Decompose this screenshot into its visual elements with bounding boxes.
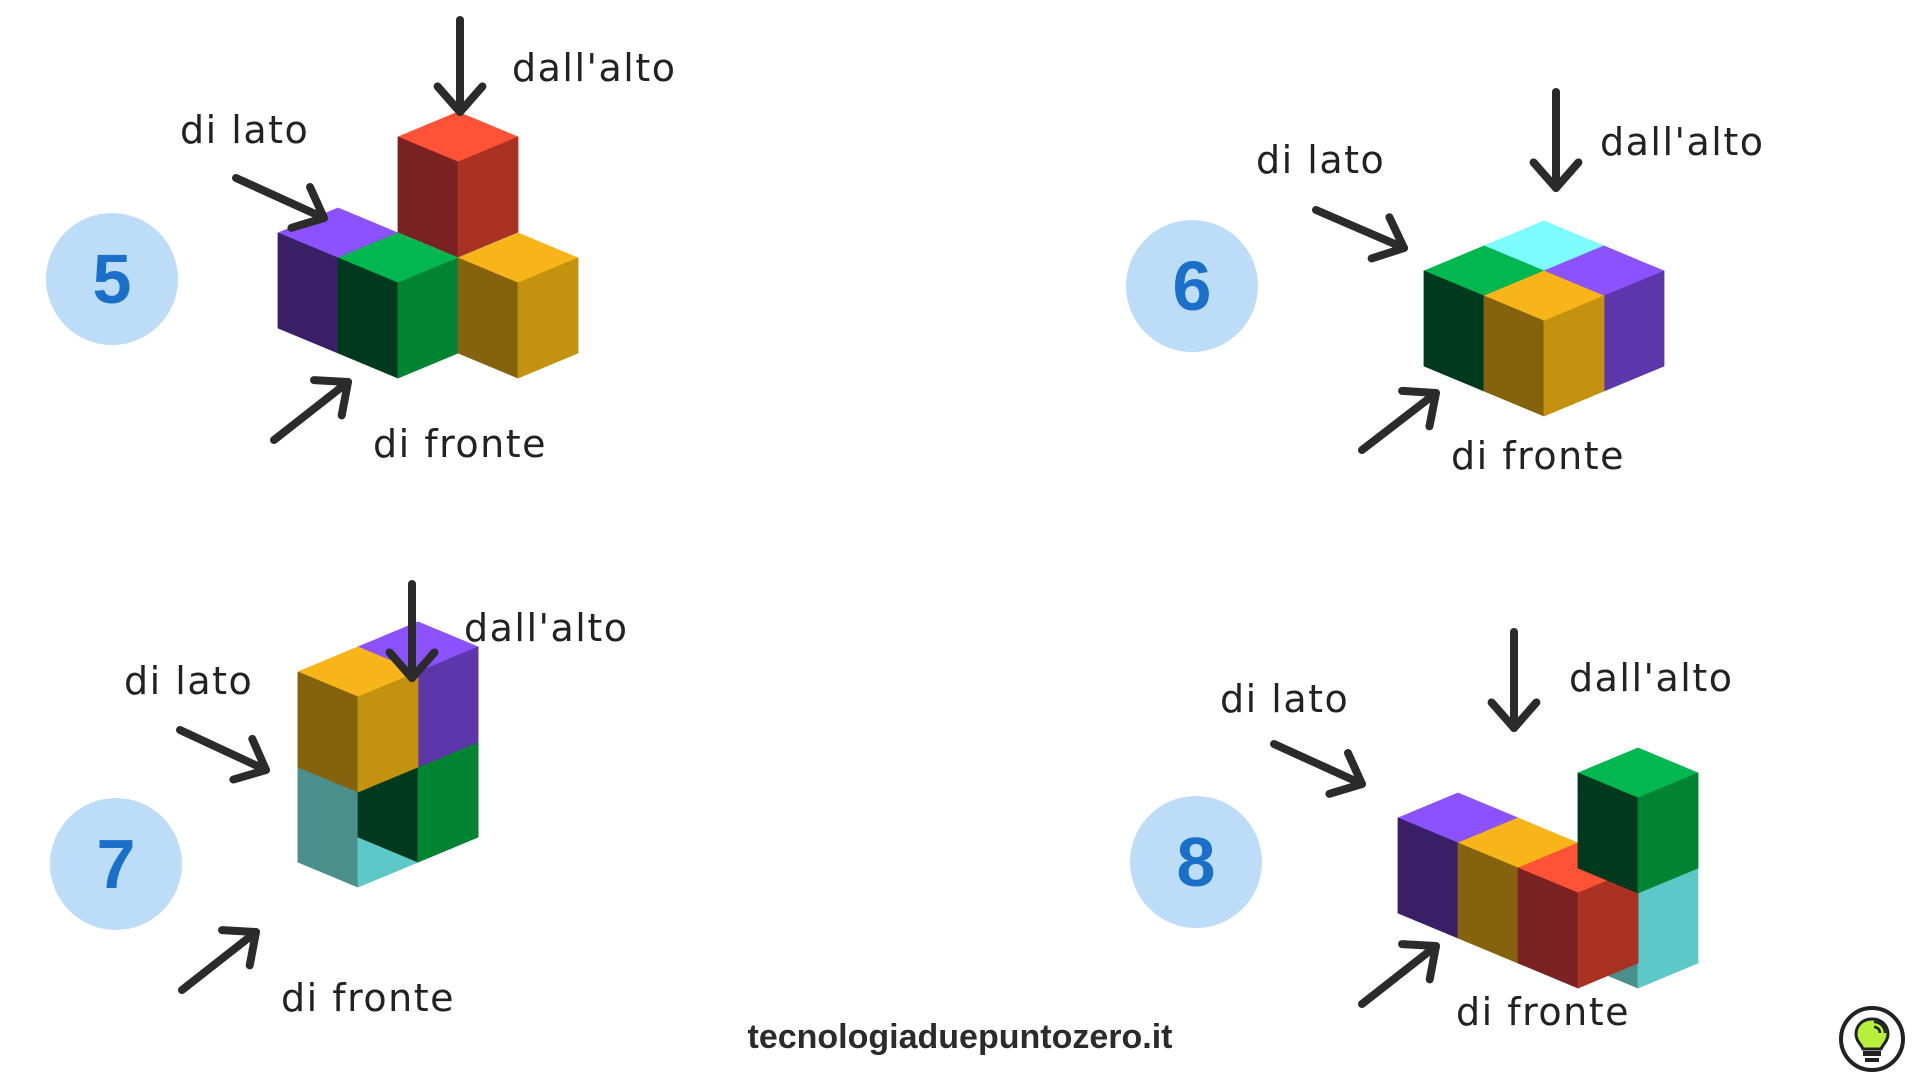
label-side-view: di lato — [1220, 677, 1350, 721]
arrow-icon — [270, 376, 352, 444]
exercise-number: 5 — [92, 240, 132, 318]
arrow-icon — [433, 16, 487, 116]
label-side-view: di lato — [124, 659, 254, 703]
label-front-view: di fronte — [373, 422, 548, 466]
exercise-number-badge: 5 — [46, 213, 178, 345]
label-top-view: dall'alto — [1569, 656, 1734, 700]
cube-figures — [277, 111, 1699, 989]
exercise-number: 8 — [1176, 823, 1216, 901]
arrow-icon — [1358, 386, 1440, 454]
cube — [337, 232, 459, 379]
arrow-icon — [1487, 628, 1541, 732]
site-footer: tecnologiaduepuntozero.it — [747, 1018, 1173, 1056]
label-side-view: di lato — [180, 108, 310, 152]
cube — [1483, 270, 1605, 417]
label-front-view: di fronte — [1456, 990, 1631, 1034]
exercise-number-badge: 6 — [1126, 220, 1258, 352]
cube — [397, 111, 519, 258]
label-top-view: dall'alto — [464, 606, 629, 650]
exercise-number: 7 — [96, 825, 136, 903]
label-top-view: dall'alto — [512, 46, 677, 90]
arrow-icon — [1529, 88, 1583, 192]
exercise-number-badge: 7 — [50, 798, 182, 930]
arrow-icon — [178, 926, 260, 994]
cube — [457, 232, 579, 379]
arrow-icon — [385, 580, 439, 682]
exercise-number-badge: 8 — [1130, 796, 1262, 928]
exercise-number: 6 — [1172, 247, 1212, 325]
arrow-icon — [1358, 940, 1440, 1008]
lightbulb-icon — [1839, 1006, 1905, 1072]
label-top-view: dall'alto — [1600, 120, 1765, 164]
cube — [1577, 747, 1699, 894]
label-front-view: di fronte — [1451, 434, 1626, 478]
arrow-icon — [1270, 740, 1366, 798]
arrow-icon — [232, 174, 328, 232]
label-side-view: di lato — [1256, 138, 1386, 182]
label-front-view: di fronte — [281, 976, 456, 1020]
arrow-icon — [176, 726, 270, 784]
view-arrows — [176, 16, 1583, 1008]
cube — [297, 646, 419, 793]
arrow-icon — [1312, 206, 1408, 263]
